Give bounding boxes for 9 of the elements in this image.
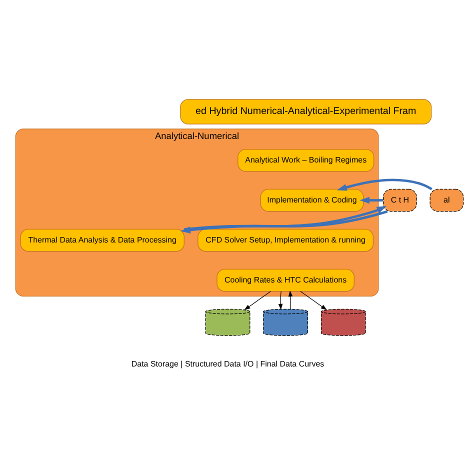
node-box: ed Hybrid Numerical-Analytical-Experimental Fram [180,98,432,124]
arrow [278,290,283,310]
arrow [300,290,328,310]
arrow [288,290,293,309]
arrow [244,290,271,310]
arrow [336,178,432,190]
arrow [184,205,387,230]
arrow [360,196,384,204]
arrow [180,210,388,233]
